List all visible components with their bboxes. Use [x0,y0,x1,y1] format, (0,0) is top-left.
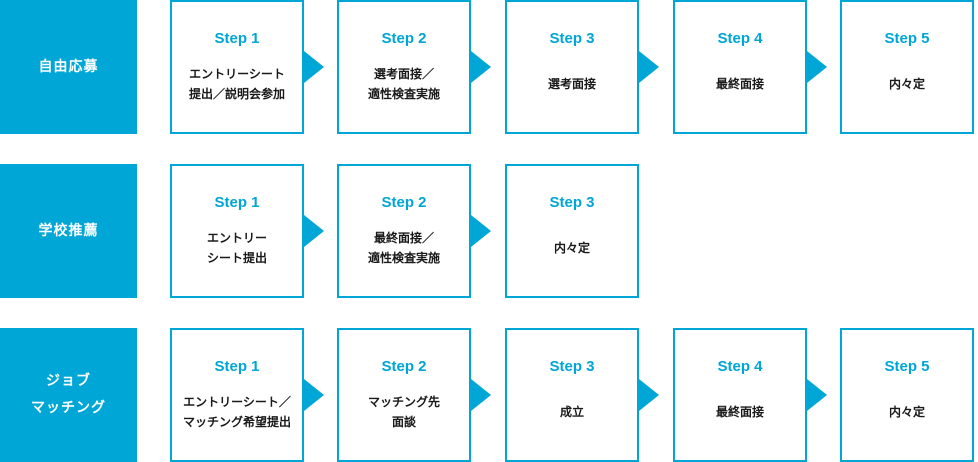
step-number: Step 1 [214,194,260,211]
step-number: Step 1 [214,358,260,375]
route-row-free-application: 自由応募 Step 1 エントリーシート 提出／説明会参加 Step 2 選考面… [0,0,978,134]
route-row-job-matching: ジョブ マッチング Step 1 エントリーシート／ マッチング希望提出 Ste… [0,328,978,462]
step-description: 最終面接／ 適性検査実施 [367,231,440,265]
arrow-right-icon [807,51,827,83]
arrow-right-icon [471,215,491,247]
step-description: エントリーシート／ マッチング希望提出 [182,395,291,429]
step-box: Step 3 選考面接 [505,0,639,134]
step-box: Step 5 内々定 [840,328,974,462]
step-box: Step 1 エントリーシート／ マッチング希望提出 [170,328,304,462]
step-description: 成立 [559,405,584,419]
step-description: 選考面接 [547,77,596,91]
step-description: 内々定 [888,405,925,419]
step-number: Step 3 [549,358,595,375]
step-box: Step 1 エントリーシート 提出／説明会参加 [170,0,304,134]
step-description: 内々定 [888,77,925,91]
step-number: Step 3 [549,194,595,211]
step-box: Step 1 エントリー シート提出 [170,164,304,298]
route-label: 学校推薦 [0,164,137,298]
step-number: Step 5 [884,30,930,47]
arrow-right-icon [807,379,827,411]
step-description: 選考面接／ 適性検査実施 [367,67,440,101]
step-box: Step 3 成立 [505,328,639,462]
step-description: マッチング先 面談 [367,395,440,429]
step-box: Step 2 最終面接／ 適性検査実施 [337,164,471,298]
step-box: Step 5 内々定 [840,0,974,134]
arrow-right-icon [304,379,324,411]
step-number: Step 4 [717,30,763,47]
step-box: Step 4 最終面接 [673,328,807,462]
route-row-school-recommendation: 学校推薦 Step 1 エントリー シート提出 Step 2 最終面接／ 適性検… [0,164,978,298]
step-box: Step 2 マッチング先 面談 [337,328,471,462]
step-number: Step 5 [884,358,930,375]
step-number: Step 2 [381,358,427,375]
step-description: エントリー シート提出 [206,231,267,265]
step-number: Step 2 [381,194,427,211]
step-number: Step 2 [381,30,427,47]
arrow-right-icon [471,51,491,83]
route-label: ジョブ マッチング [0,328,137,462]
step-box: Step 4 最終面接 [673,0,807,134]
route-label: 自由応募 [0,0,137,134]
step-description: エントリーシート 提出／説明会参加 [188,67,285,101]
step-description: 最終面接 [715,77,764,91]
arrow-right-icon [304,215,324,247]
step-number: Step 4 [717,358,763,375]
step-number: Step 1 [214,30,260,47]
arrow-right-icon [639,51,659,83]
arrow-right-icon [304,51,324,83]
step-box: Step 2 選考面接／ 適性検査実施 [337,0,471,134]
arrow-right-icon [471,379,491,411]
arrow-right-icon [639,379,659,411]
step-description: 最終面接 [715,405,764,419]
step-box: Step 3 内々定 [505,164,639,298]
step-description: 内々定 [553,241,590,255]
step-number: Step 3 [549,30,595,47]
